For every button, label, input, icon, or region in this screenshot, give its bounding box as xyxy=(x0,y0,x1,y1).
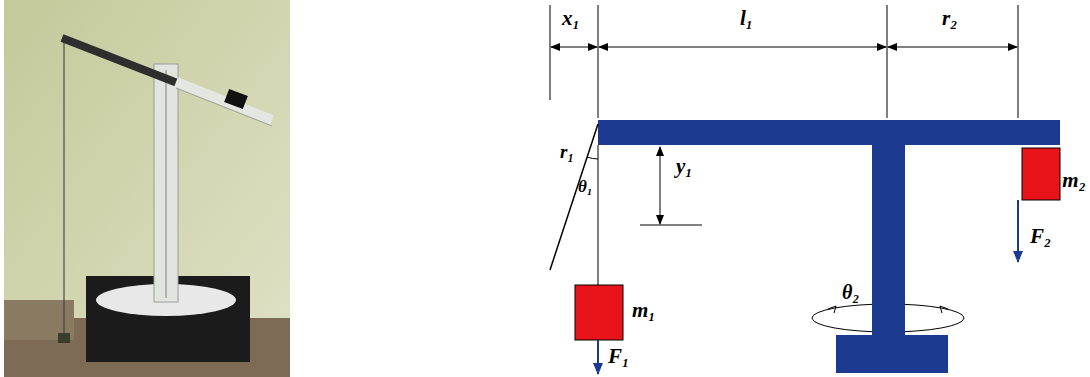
symbol-label: F₁ xyxy=(608,346,629,367)
symbol-label: r₁ xyxy=(560,142,574,161)
symbol-label: m₁ xyxy=(632,300,656,321)
symbol-label: m₂ xyxy=(1062,170,1086,191)
symbol-label: l₁ xyxy=(740,8,753,29)
symbol-label: r₂ xyxy=(942,8,958,29)
symbol-label: θ₁ xyxy=(578,178,593,195)
symbol-label: F₂ xyxy=(1030,226,1051,247)
crane-photo xyxy=(0,0,290,377)
symbol-label: y₁ xyxy=(676,156,693,177)
symbol-label: θ₂ xyxy=(842,282,859,302)
symbol-label: x₁ xyxy=(562,8,580,29)
